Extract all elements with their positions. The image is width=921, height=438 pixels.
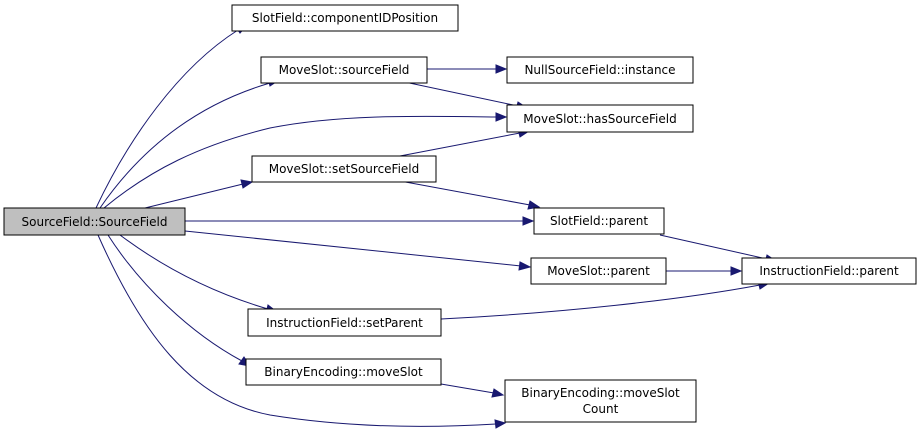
edge-root-to-setparent [119,234,279,314]
edge-setsourcefield-to-hassourcefield [399,128,531,157]
node-label: InstructionField::setParent [266,316,423,330]
node-instructionfield-setparent[interactable]: InstructionField::setParent [247,308,442,337]
node-label-line-2: Count [583,402,619,416]
edge-setsourcefield-to-slotfieldparent [399,180,541,210]
node-binaryencoding-moveslot[interactable]: BinaryEncoding::moveSlot [245,358,442,386]
edge-root-to-moveslotcount [97,234,507,429]
edge-root-to-moveslot [107,234,252,367]
edge-root-to-movesloursourcefield [99,78,281,209]
node-label: SlotField::parent [550,214,648,228]
edge-root-to-slotfieldparent [185,216,535,226]
node-label: NullSourceField::instance [524,63,675,77]
node-label: MoveSlot::sourceField [279,63,410,77]
node-label: MoveSlot::hasSourceField [523,112,676,126]
node-label: BinaryEncoding::moveSlot [264,365,423,379]
node-label: MoveSlot::parent [547,264,650,278]
edge-moveslot-to-moveslotcount [440,383,505,398]
node-slotfield-parent[interactable]: SlotField::parent [533,207,665,235]
node-binaryencoding-moveslotcount[interactable]: BinaryEncoding::moveSlot Count [504,379,697,423]
node-component-id-position[interactable]: SlotField::componentIDPosition [231,4,459,32]
node-nullsourcefield-instance[interactable]: NullSourceField::instance [506,56,694,84]
node-label: MoveSlot::setSourceField [269,162,420,176]
edge-root-to-hassourcefield [103,112,508,209]
node-source-field-constructor[interactable]: SourceField::SourceField [3,207,186,236]
node-moveslot-sourcefield[interactable]: MoveSlot::sourceField [260,56,428,84]
edge-setparent-to-instructionfieldparent [440,280,771,320]
node-label: SlotField::componentIDPosition [252,11,438,25]
node-moveslot-setsourcefield[interactable]: MoveSlot::setSourceField [251,155,437,183]
node-moveslot-parent[interactable]: MoveSlot::parent [530,257,667,285]
edge-root-to-setsourcefield [144,179,254,209]
node-label: SourceField::SourceField [22,215,168,229]
node-label: BinaryEncoding::moveSlot [521,386,680,400]
node-moveslot-hassourcefield[interactable]: MoveSlot::hasSourceField [506,104,694,133]
edge-root-to-componentidposition [95,24,249,209]
edge-moveslotsourcefield-to-nullsourcefieldinstance [427,64,508,74]
edge-moveslotparent-to-instructionfieldparent [666,266,743,276]
node-instructionfield-parent[interactable]: InstructionField::parent [741,257,917,285]
edge-root-to-moveslotparent [184,230,532,271]
node-label: InstructionField::parent [759,264,899,278]
